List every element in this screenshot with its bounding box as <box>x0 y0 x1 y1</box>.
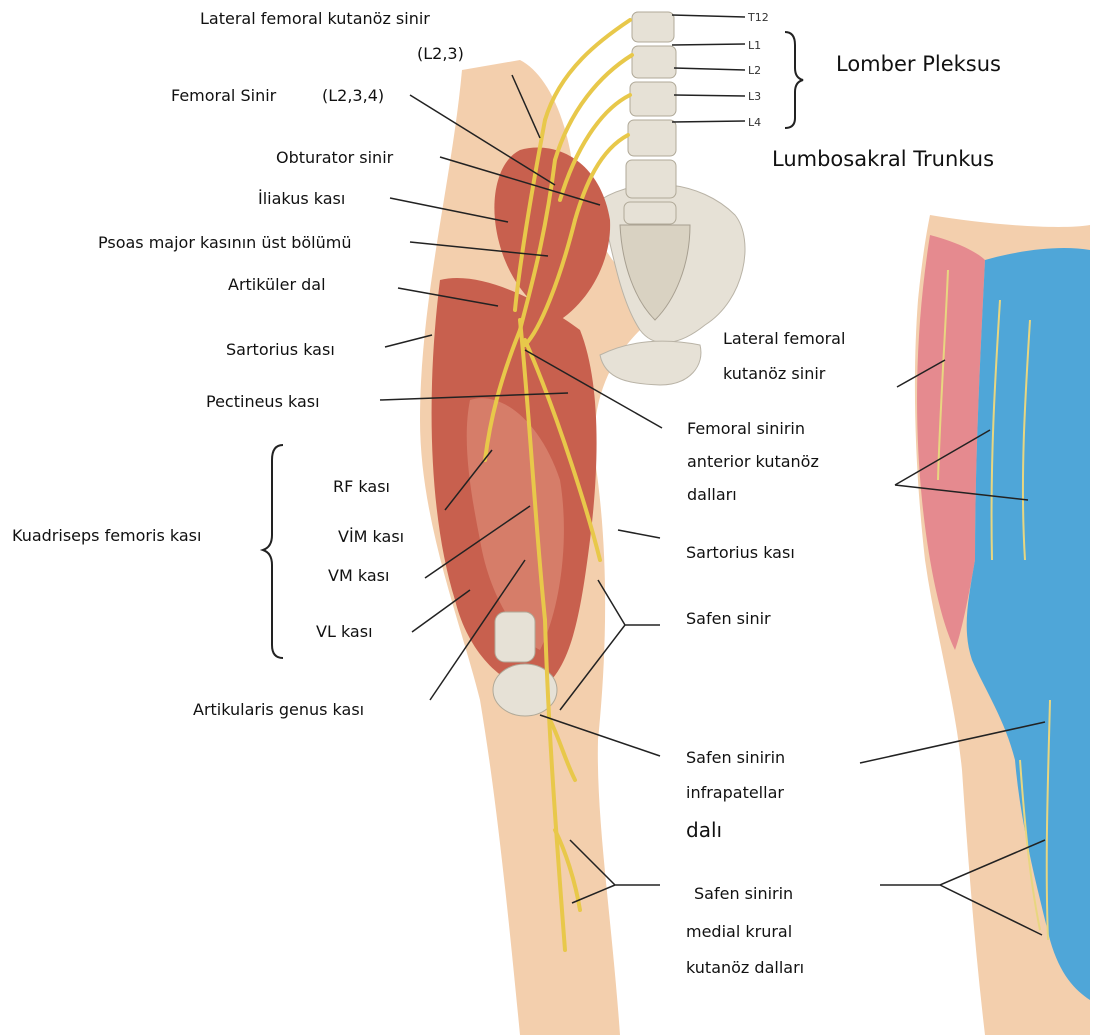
label-sartorius-lower: Sartorius kası <box>686 543 795 562</box>
label-rf-kasi: RF kası <box>333 477 390 496</box>
label-kuadriseps: Kuadriseps femoris kası <box>12 526 201 545</box>
spine-level-t12: T12 <box>747 11 769 24</box>
label-safen-infra-2: infrapatellar <box>686 783 784 802</box>
label-vim-kasi: VİM kası <box>338 527 404 546</box>
knee-bone <box>495 612 535 662</box>
label-obturator-sinir: Obturator sinir <box>276 148 393 167</box>
label-safen-medial-3: kutanöz dalları <box>686 958 804 977</box>
label-femoral-anterior-1: Femoral sinirin <box>687 419 805 438</box>
label-safen-sinir: Safen sinir <box>686 609 771 628</box>
label-vl-kasi: VL kası <box>316 622 373 641</box>
label-sartorius-upper: Sartorius kası <box>226 340 335 359</box>
label-vm-kasi: VM kası <box>328 566 389 585</box>
label-femoral-levels: (L2,3,4) <box>322 86 384 105</box>
label-pectineus: Pectineus kası <box>206 392 320 411</box>
label-lateral-femoral-1: Lateral femoral <box>723 329 845 348</box>
label-lateral-femoral-2: kutanöz sinir <box>723 364 825 383</box>
spine-level-l2: L2 <box>748 64 761 77</box>
label-lumbosakral-trunkus: Lumbosakral Trunkus <box>772 147 994 172</box>
label-artikuler-dal: Artiküler dal <box>228 275 326 294</box>
lumbar-spine <box>624 12 676 224</box>
label-lfcn-levels: (L2,3) <box>417 44 464 63</box>
label-iliakus-kasi: İliakus kası <box>258 189 345 208</box>
label-safen-medial-2: medial krural <box>686 922 792 941</box>
label-safen-medial-1: Safen sinirin <box>694 884 793 903</box>
label-safen-infra-1: Safen sinirin <box>686 748 785 767</box>
spine-level-l4: L4 <box>748 116 761 129</box>
lomber-pleksus-brace <box>785 32 803 128</box>
label-safen-infra-3: dalı <box>686 818 722 842</box>
label-lomber-pleksus: Lomber Pleksus <box>836 52 1001 77</box>
kuadriseps-brace <box>263 445 283 658</box>
label-psoas: Psoas major kasının üst bölümü <box>98 233 351 252</box>
spine-level-l3: L3 <box>748 90 761 103</box>
label-femoral-anterior-3: dalları <box>687 485 737 504</box>
label-femoral-anterior-2: anterior kutanöz <box>687 452 819 471</box>
label-lateral-femoral-kutanoz-sinir: Lateral femoral kutanöz sinir <box>200 9 430 28</box>
label-femoral-sinir: Femoral Sinir <box>171 86 276 105</box>
spine-level-l1: L1 <box>748 39 761 52</box>
sensory-map-illustration <box>915 215 1090 1035</box>
label-artikularis-genus: Artikularis genus kası <box>193 700 364 719</box>
